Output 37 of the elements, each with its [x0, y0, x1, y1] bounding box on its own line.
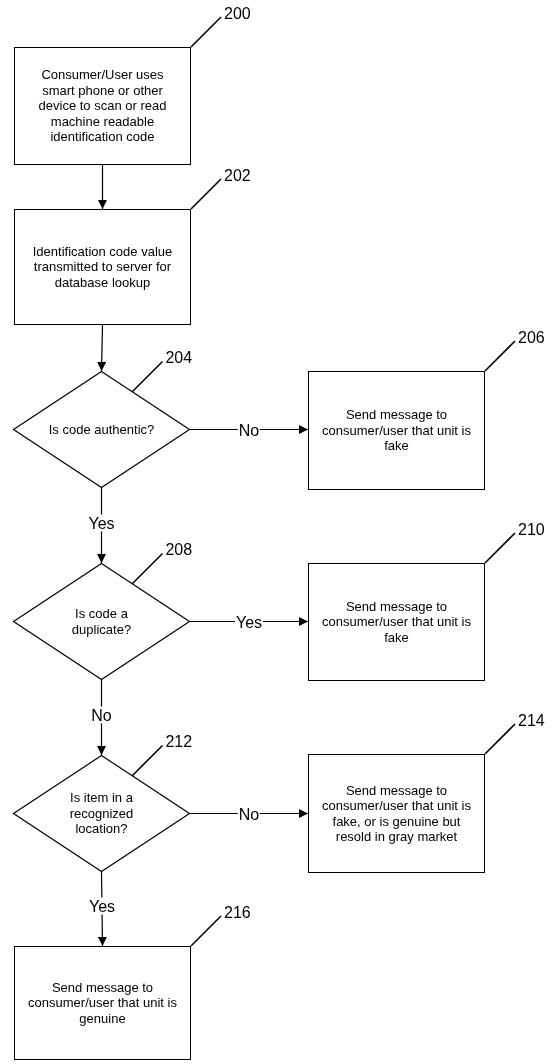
step-text: Send message to consumer/user that unit is fake: [321, 407, 472, 454]
process-box: [308, 754, 485, 873]
step-text: Send message to consumer/user that unit is genuine: [27, 979, 178, 1027]
arrow: [189, 425, 309, 434]
process-box: [14, 209, 191, 325]
reference-numeral: 206: [518, 329, 545, 347]
edge-label: No: [90, 706, 113, 723]
arrow: [98, 164, 107, 210]
edge-label: No: [237, 421, 261, 438]
arrow: [97, 324, 107, 372]
process-box: [308, 371, 485, 490]
decision-text: Is item in a recognized location?: [68, 790, 135, 837]
reference-numeral: 210: [518, 521, 545, 539]
step-text: Identification code value transmitted to server for database lookup: [32, 243, 173, 291]
decision-diamond: [13, 371, 190, 488]
reference-numeral: 208: [165, 541, 193, 560]
decision-diamond: [13, 755, 190, 872]
decision-text: Is code a duplicate?: [70, 606, 133, 637]
edge-label: Yes: [87, 897, 117, 915]
edge-label: No: [237, 805, 261, 822]
reference-numeral: 216: [224, 904, 251, 922]
process-box: [14, 946, 191, 1060]
process-box: [14, 47, 191, 165]
process-box: [308, 563, 485, 681]
step-text: Consumer/User uses smart phone or other device to scan or read machine readable identification code: [37, 67, 168, 145]
edge-label: Yes: [234, 613, 264, 630]
reference-numeral: 202: [224, 167, 251, 185]
step-text: Send message to consumer/user that unit is fake: [321, 598, 472, 646]
decision-text: Is code authentic?: [47, 421, 156, 438]
reference-numeral: 212: [165, 733, 193, 752]
edge-label: Yes: [87, 514, 116, 531]
decision-diamond: [13, 563, 190, 680]
reference-numeral: 214: [518, 712, 545, 730]
step-text: Send message to consumer/user that unit is fake, or is genuine but resold in gray market: [321, 782, 472, 845]
reference-numeral: 204: [165, 349, 193, 368]
reference-numeral: 200: [224, 5, 251, 23]
arrow: [189, 809, 309, 818]
